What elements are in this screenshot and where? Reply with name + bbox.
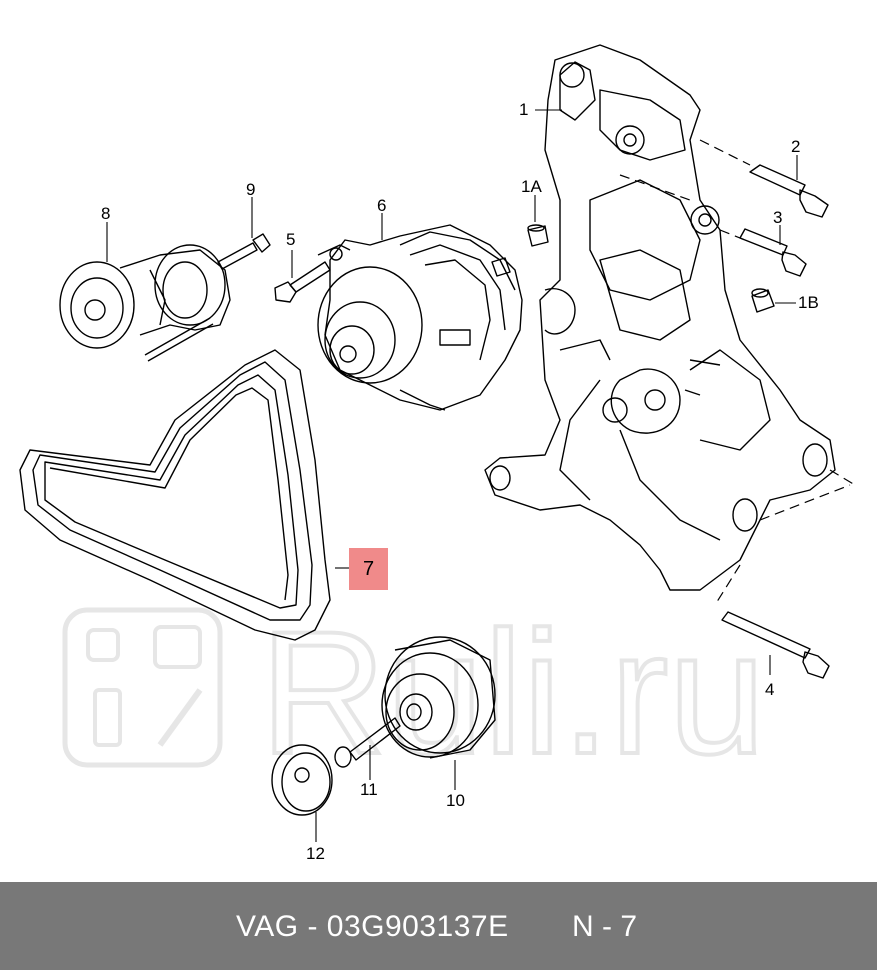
callout-11: 11 xyxy=(360,780,378,799)
footer-bar: VAG - 03G903137E N - 7 xyxy=(0,882,877,970)
watermark-logo-icon: Ruli.ru xyxy=(62,594,768,793)
watermark: Ruli.ru xyxy=(60,594,820,793)
bolt-4-drawing xyxy=(721,611,830,679)
bracket-drawing xyxy=(484,44,836,591)
bolt-5-drawing xyxy=(274,261,331,303)
callout-12: 12 xyxy=(306,844,325,863)
callout-7: 7 xyxy=(362,557,375,580)
bolt-11-drawing xyxy=(334,717,401,768)
callout-6: 6 xyxy=(377,196,387,215)
sleeve-1a-drawing xyxy=(527,224,549,247)
sleeve-1b-drawing xyxy=(751,288,775,313)
part-number-label: VAG - 03G903137E xyxy=(236,910,509,943)
callout-8: 8 xyxy=(101,204,111,223)
watermark-text: Ruli.ru xyxy=(260,605,766,770)
parts-diagram xyxy=(19,44,856,842)
diagram-number-label: N - 7 xyxy=(572,910,638,943)
callout-5: 5 xyxy=(286,230,296,249)
callout-leaders xyxy=(106,109,798,842)
callout-4: 4 xyxy=(765,680,775,699)
cap-12-drawing xyxy=(271,744,333,816)
callout-9: 9 xyxy=(246,180,256,199)
bolt-9-drawing xyxy=(217,233,271,270)
callout-1b: 1B xyxy=(798,293,819,312)
bolt-2-drawing xyxy=(749,164,829,218)
ribbed-belt-drawing xyxy=(19,349,331,641)
callout-3: 3 xyxy=(773,208,783,227)
bolt-3-drawing xyxy=(739,228,807,277)
callout-1: 1 xyxy=(519,100,529,119)
callout-10: 10 xyxy=(446,791,465,810)
alternator-drawing xyxy=(317,224,523,411)
tensioner-drawing xyxy=(59,244,231,362)
idler-pulley-drawing xyxy=(381,636,496,759)
callout-1a: 1A xyxy=(521,177,542,196)
callout-2: 2 xyxy=(791,137,801,156)
highlighted-callout-7: 7 xyxy=(349,548,388,590)
